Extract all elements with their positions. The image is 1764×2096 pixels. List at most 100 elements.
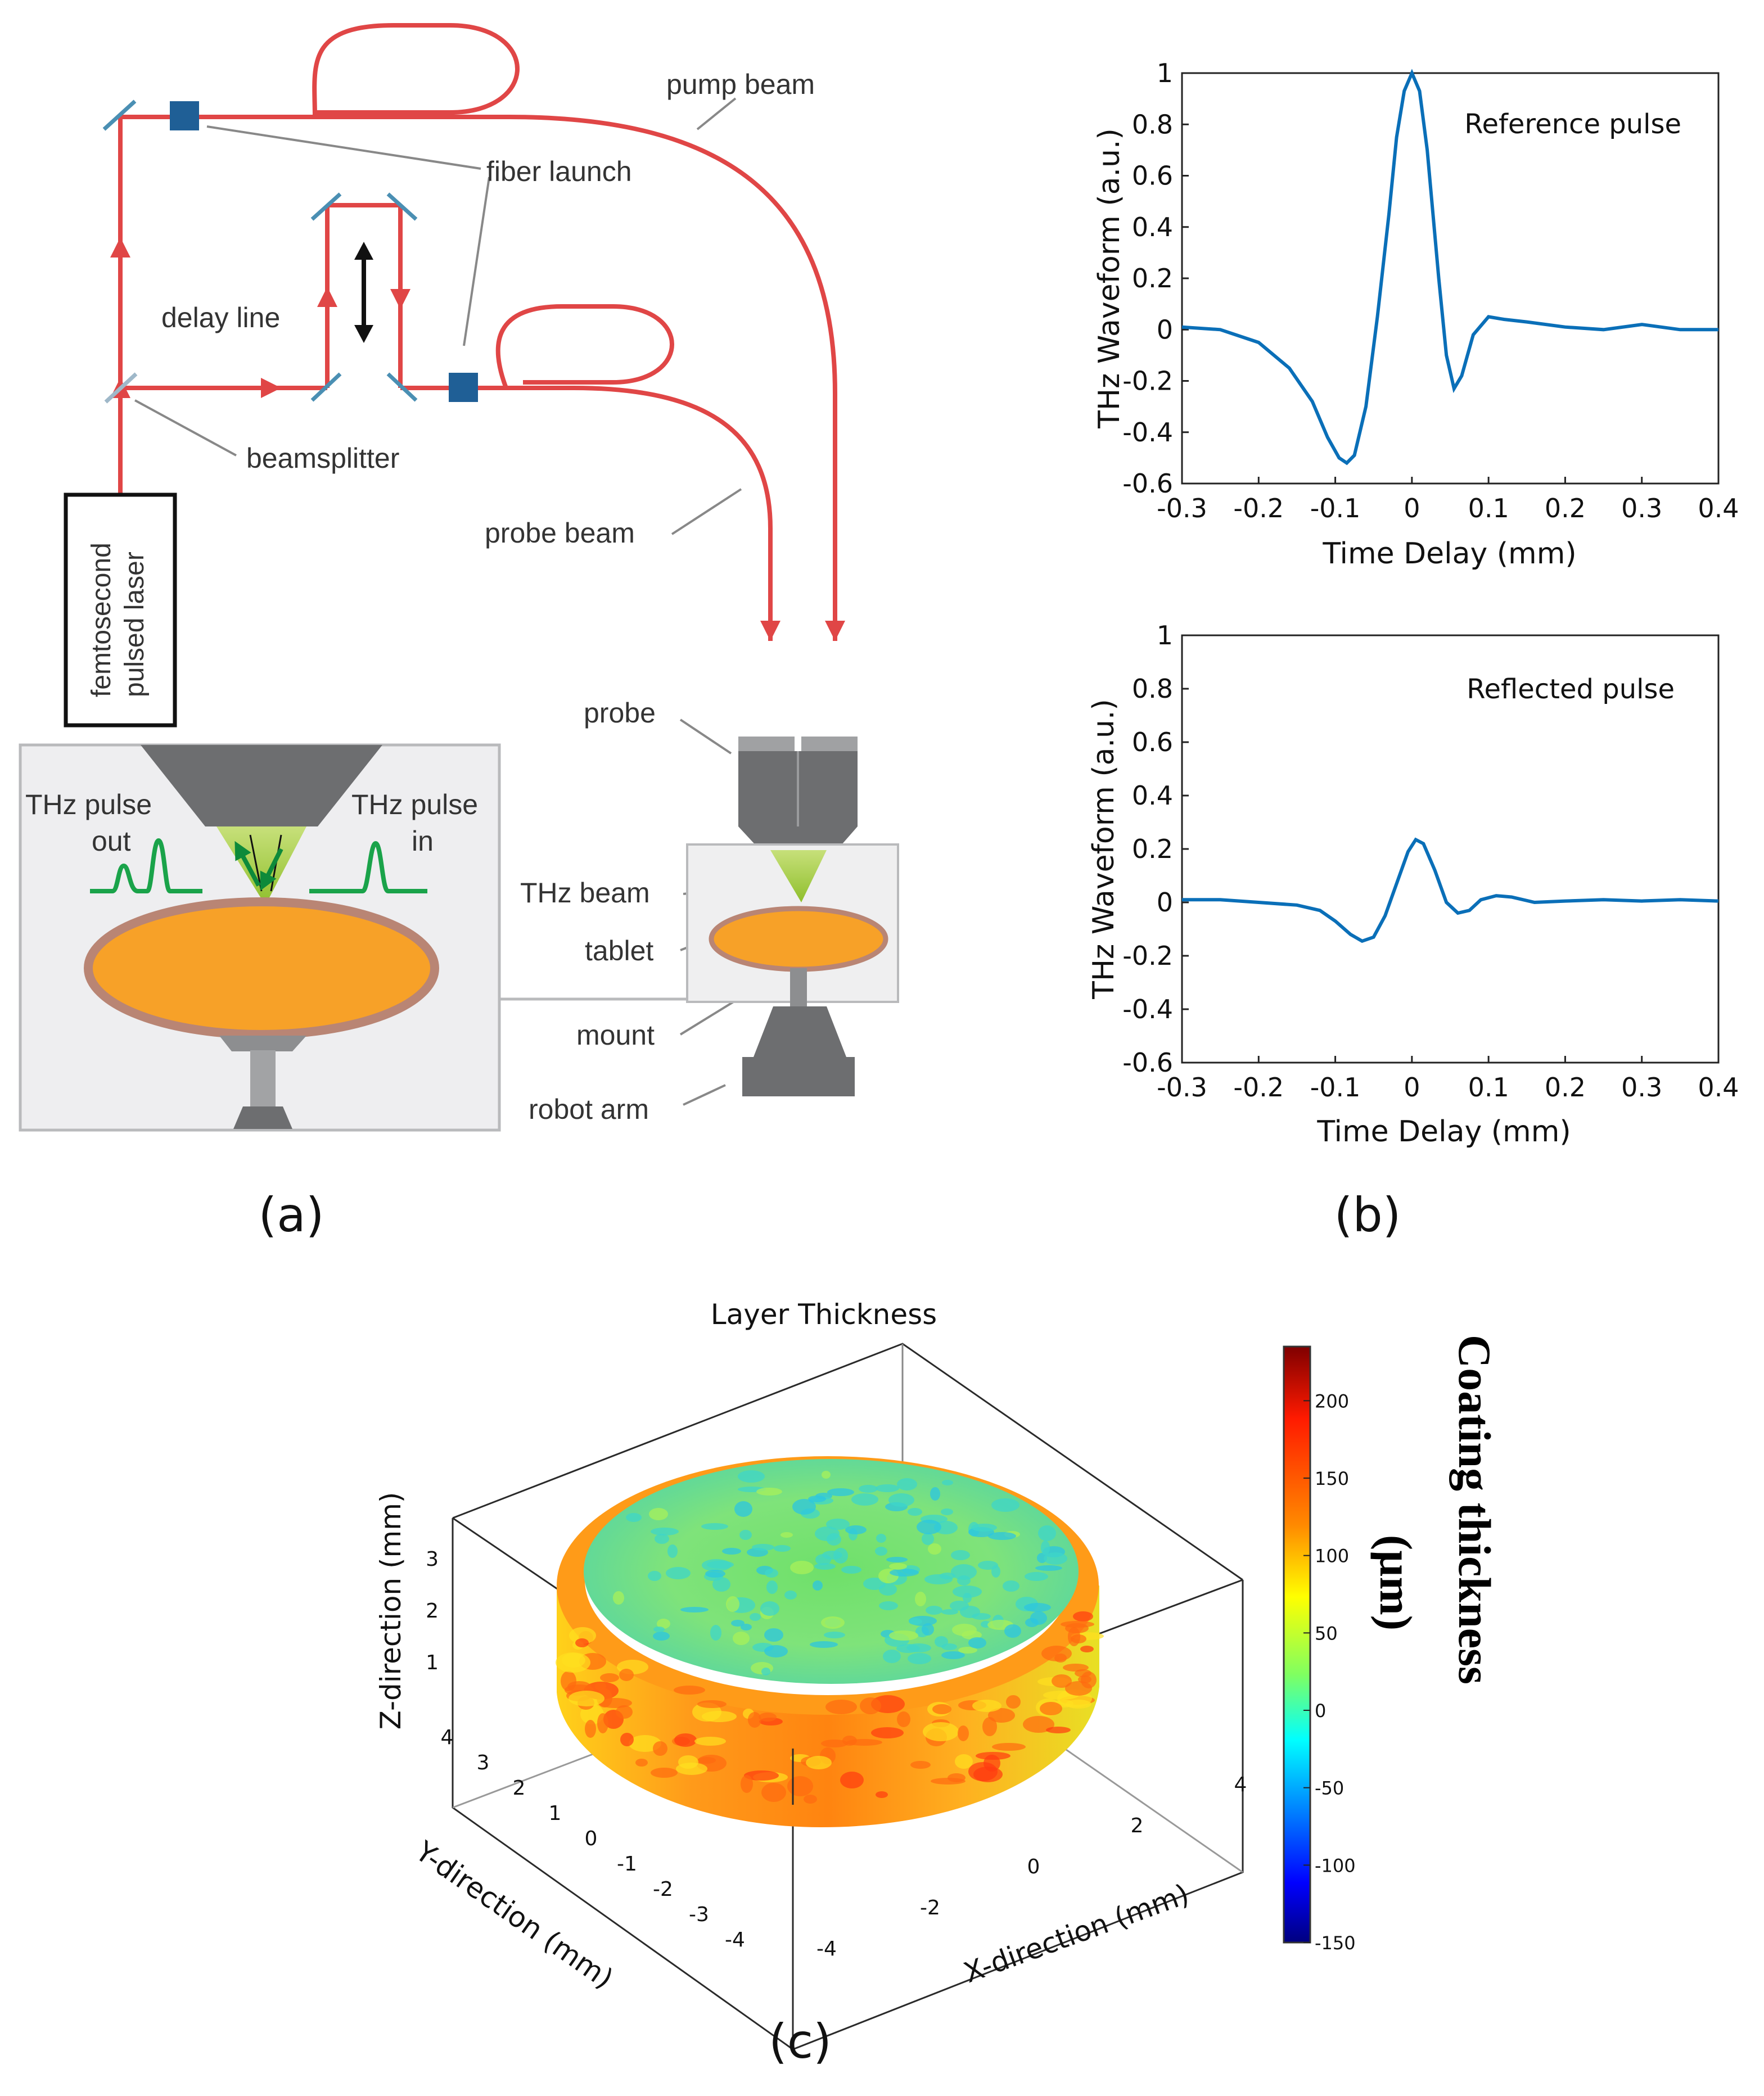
- x-tick-label: 0: [1404, 1072, 1420, 1103]
- speckle: [651, 1528, 679, 1535]
- colorbar-tick-label: -50: [1315, 1778, 1344, 1799]
- speckle: [910, 1761, 931, 1769]
- y-tick-label: 0: [1157, 887, 1173, 918]
- speckle: [744, 1770, 779, 1781]
- y-tick-label: 0: [1157, 314, 1173, 345]
- speckle: [1044, 1552, 1067, 1565]
- speckle: [992, 1743, 1026, 1751]
- y-tick-label: -4: [725, 1928, 745, 1952]
- speckle: [613, 1591, 624, 1605]
- speckle: [674, 1733, 697, 1747]
- speckle: [712, 1577, 730, 1592]
- z-tick-label: 1: [426, 1651, 439, 1674]
- speckle: [698, 1757, 716, 1764]
- speckle: [653, 1741, 667, 1756]
- chart1-series-line: [1181, 69, 1718, 466]
- laser-label-line2: pulsed laser: [120, 552, 150, 697]
- speckle: [876, 1484, 899, 1492]
- speckle: [971, 1524, 997, 1532]
- speckle: [931, 1778, 966, 1785]
- speckle: [814, 1563, 836, 1570]
- z-tick-label: 3: [426, 1548, 439, 1571]
- speckle: [657, 1619, 670, 1629]
- speckle: [653, 1632, 670, 1641]
- laser-box: [64, 493, 177, 728]
- mount-label: mount: [576, 1019, 655, 1051]
- panel-label-a: (a): [258, 1187, 324, 1243]
- speckle: [917, 1520, 941, 1534]
- thz-beam-label: THz beam: [520, 877, 650, 909]
- x-tick-label: -0.1: [1310, 1072, 1361, 1103]
- speckle: [585, 1720, 596, 1738]
- speckle: [694, 1737, 726, 1746]
- thz-beam-cone: [770, 850, 827, 902]
- arrow-out: [234, 841, 261, 887]
- colorbar-tick-label: 50: [1315, 1623, 1338, 1644]
- setup-diagram: femtosecond pulsed laser pump beam fiber…: [19, 23, 899, 1132]
- speckle: [804, 1795, 817, 1804]
- speckle: [928, 1543, 941, 1555]
- mirror: [310, 192, 342, 221]
- speckle: [674, 1686, 705, 1695]
- speckle: [1024, 1603, 1051, 1612]
- fiber-launch-probe: [449, 373, 478, 402]
- speckle: [741, 1775, 753, 1793]
- y-tick-label: 1: [549, 1802, 562, 1825]
- speckle: [851, 1493, 878, 1506]
- speckle: [1003, 1580, 1019, 1592]
- speckle: [761, 1783, 786, 1802]
- speckle: [923, 1722, 959, 1741]
- speckle: [840, 1772, 864, 1788]
- x-tick-label: 0.2: [1545, 1072, 1586, 1103]
- z-tick-label: 2: [426, 1600, 439, 1623]
- speckle: [845, 1525, 867, 1534]
- chart2-ylabel: THz Waveform (a.u.): [1087, 699, 1121, 1000]
- panel-label-c: (c): [769, 2014, 832, 2069]
- pump-beam-label: pump beam: [666, 69, 815, 100]
- colorbar-tick-label: 200: [1315, 1390, 1349, 1412]
- inset-mount-top: [219, 1036, 306, 1051]
- pulse-in-label-1: THz pulse: [351, 789, 478, 820]
- speckle: [759, 1713, 777, 1722]
- speckle: [676, 1763, 707, 1775]
- speckle: [680, 1607, 709, 1612]
- speckle: [908, 1653, 931, 1664]
- colorbar-tick-label: 100: [1315, 1546, 1349, 1567]
- y-tick-label: -3: [689, 1903, 709, 1926]
- robot-arm-label: robot arm: [529, 1094, 649, 1125]
- speckle: [1041, 1646, 1072, 1661]
- speckle: [889, 1563, 907, 1570]
- chart2-xlabel: Time Delay (mm): [1316, 1115, 1571, 1149]
- speckle: [889, 1630, 918, 1641]
- speckle: [827, 1533, 841, 1546]
- y-tick-label: 1: [1157, 58, 1173, 88]
- colorbar-tick-label: 0: [1315, 1700, 1326, 1722]
- speckle: [951, 1564, 977, 1580]
- speckle: [806, 1756, 832, 1769]
- pulse-out-label-1: THz pulse: [25, 789, 152, 820]
- speckle: [924, 1574, 953, 1584]
- speckle: [556, 1652, 590, 1673]
- speckle: [972, 1700, 1001, 1712]
- y-tick-label: -0.4: [1122, 417, 1173, 448]
- x-tick-label: 0: [1027, 1855, 1040, 1878]
- pulse-in-label-2: in: [412, 825, 434, 857]
- fiber-launch-label: fiber launch: [486, 156, 632, 187]
- speckle: [1025, 1572, 1048, 1581]
- x-tick-label: 0.3: [1621, 1072, 1662, 1103]
- pulse-out-waveform: [90, 838, 202, 893]
- layer-thickness-plot: Layer Thickness 32143210-1-2-3-4-4-2024 …: [375, 1298, 1500, 2050]
- y-tick-label: 0.4: [1132, 212, 1173, 242]
- y-tick-label: 0.6: [1132, 727, 1173, 757]
- speckle: [972, 1613, 991, 1620]
- speckle: [752, 1544, 774, 1551]
- speckle: [765, 1569, 778, 1578]
- speckle: [1078, 1675, 1091, 1683]
- speckle: [951, 1550, 970, 1560]
- x-tick-label: 2: [1131, 1814, 1144, 1837]
- speckle: [764, 1628, 783, 1642]
- speckle: [941, 1651, 965, 1659]
- x-tick-label: 0.4: [1698, 1072, 1739, 1103]
- speckle: [909, 1618, 922, 1625]
